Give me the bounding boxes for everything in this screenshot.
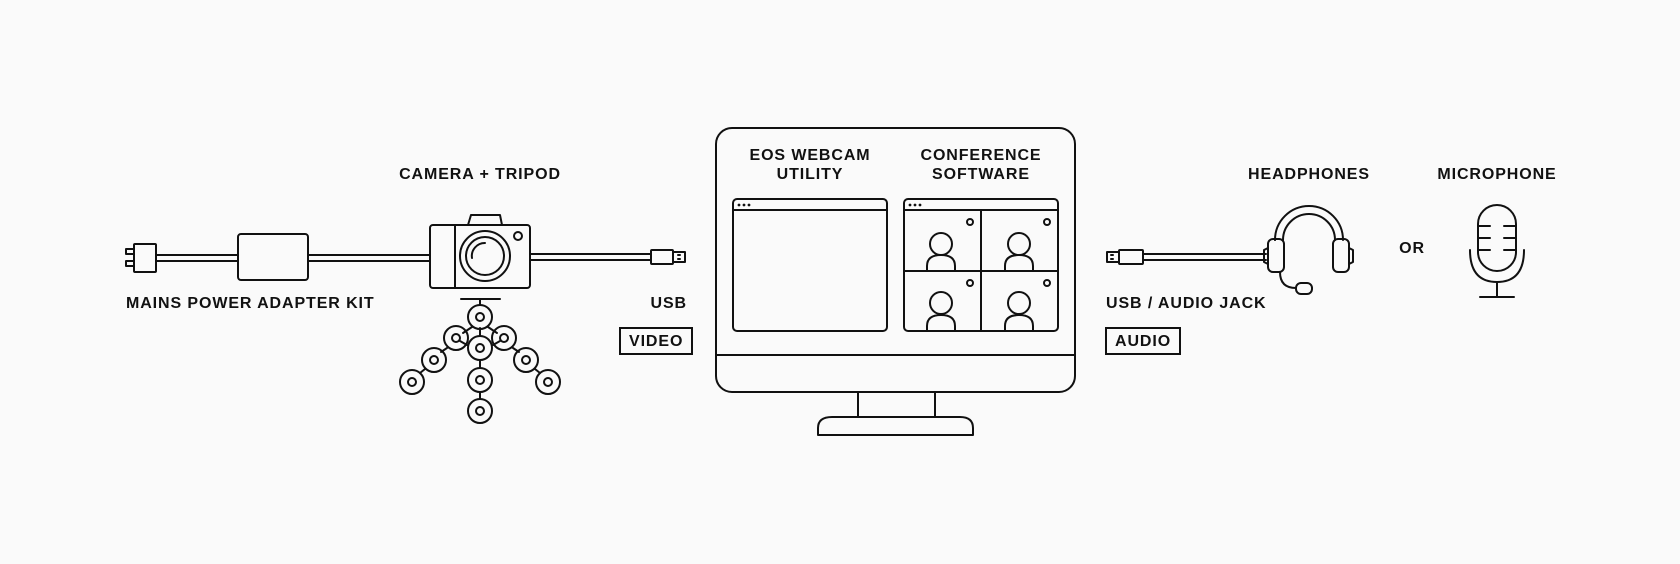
power-plug-icon	[125, 243, 157, 273]
eos-utility-window-icon	[732, 198, 888, 332]
participant-icon	[926, 218, 974, 272]
headphones-icon	[1263, 205, 1354, 295]
eos-webcam-utility-label: EOS WEBCAM UTILITY	[750, 146, 871, 184]
conference-line2: SOFTWARE	[932, 166, 1030, 183]
camera-tripod-label: CAMERA + TRIPOD	[399, 166, 561, 183]
microphone-label: MICROPHONE	[1437, 166, 1557, 183]
conference-line1: CONFERENCE	[920, 147, 1042, 164]
tripod-icon	[399, 298, 561, 424]
participant-icon	[1004, 218, 1051, 272]
eos-webcam-line1: EOS WEBCAM	[749, 147, 871, 164]
usb-video-cable	[529, 249, 686, 265]
headphones-label: HEADPHONES	[1248, 166, 1370, 183]
participant-icon	[1004, 279, 1051, 332]
power-cable-2	[307, 254, 431, 262]
camera-icon	[429, 214, 531, 289]
or-label: OR	[1399, 240, 1425, 257]
power-cable-1	[155, 254, 239, 262]
usb-label: USB	[650, 295, 687, 312]
participant-icon	[926, 279, 974, 332]
video-badge: VIDEO	[619, 327, 694, 355]
microphone-icon	[1469, 204, 1525, 298]
eos-webcam-line2: UTILITY	[776, 166, 844, 183]
usb-audio-cable	[1106, 249, 1267, 265]
mains-power-label: MAINS POWER ADAPTER KIT	[126, 295, 375, 312]
power-adapter-icon	[237, 233, 309, 281]
usb-audio-jack-label: USB / AUDIO JACK	[1106, 295, 1267, 312]
audio-badge: AUDIO	[1105, 327, 1182, 355]
monitor-icon	[715, 127, 1076, 436]
conference-software-label: CONFERENCE SOFTWARE	[920, 146, 1041, 184]
